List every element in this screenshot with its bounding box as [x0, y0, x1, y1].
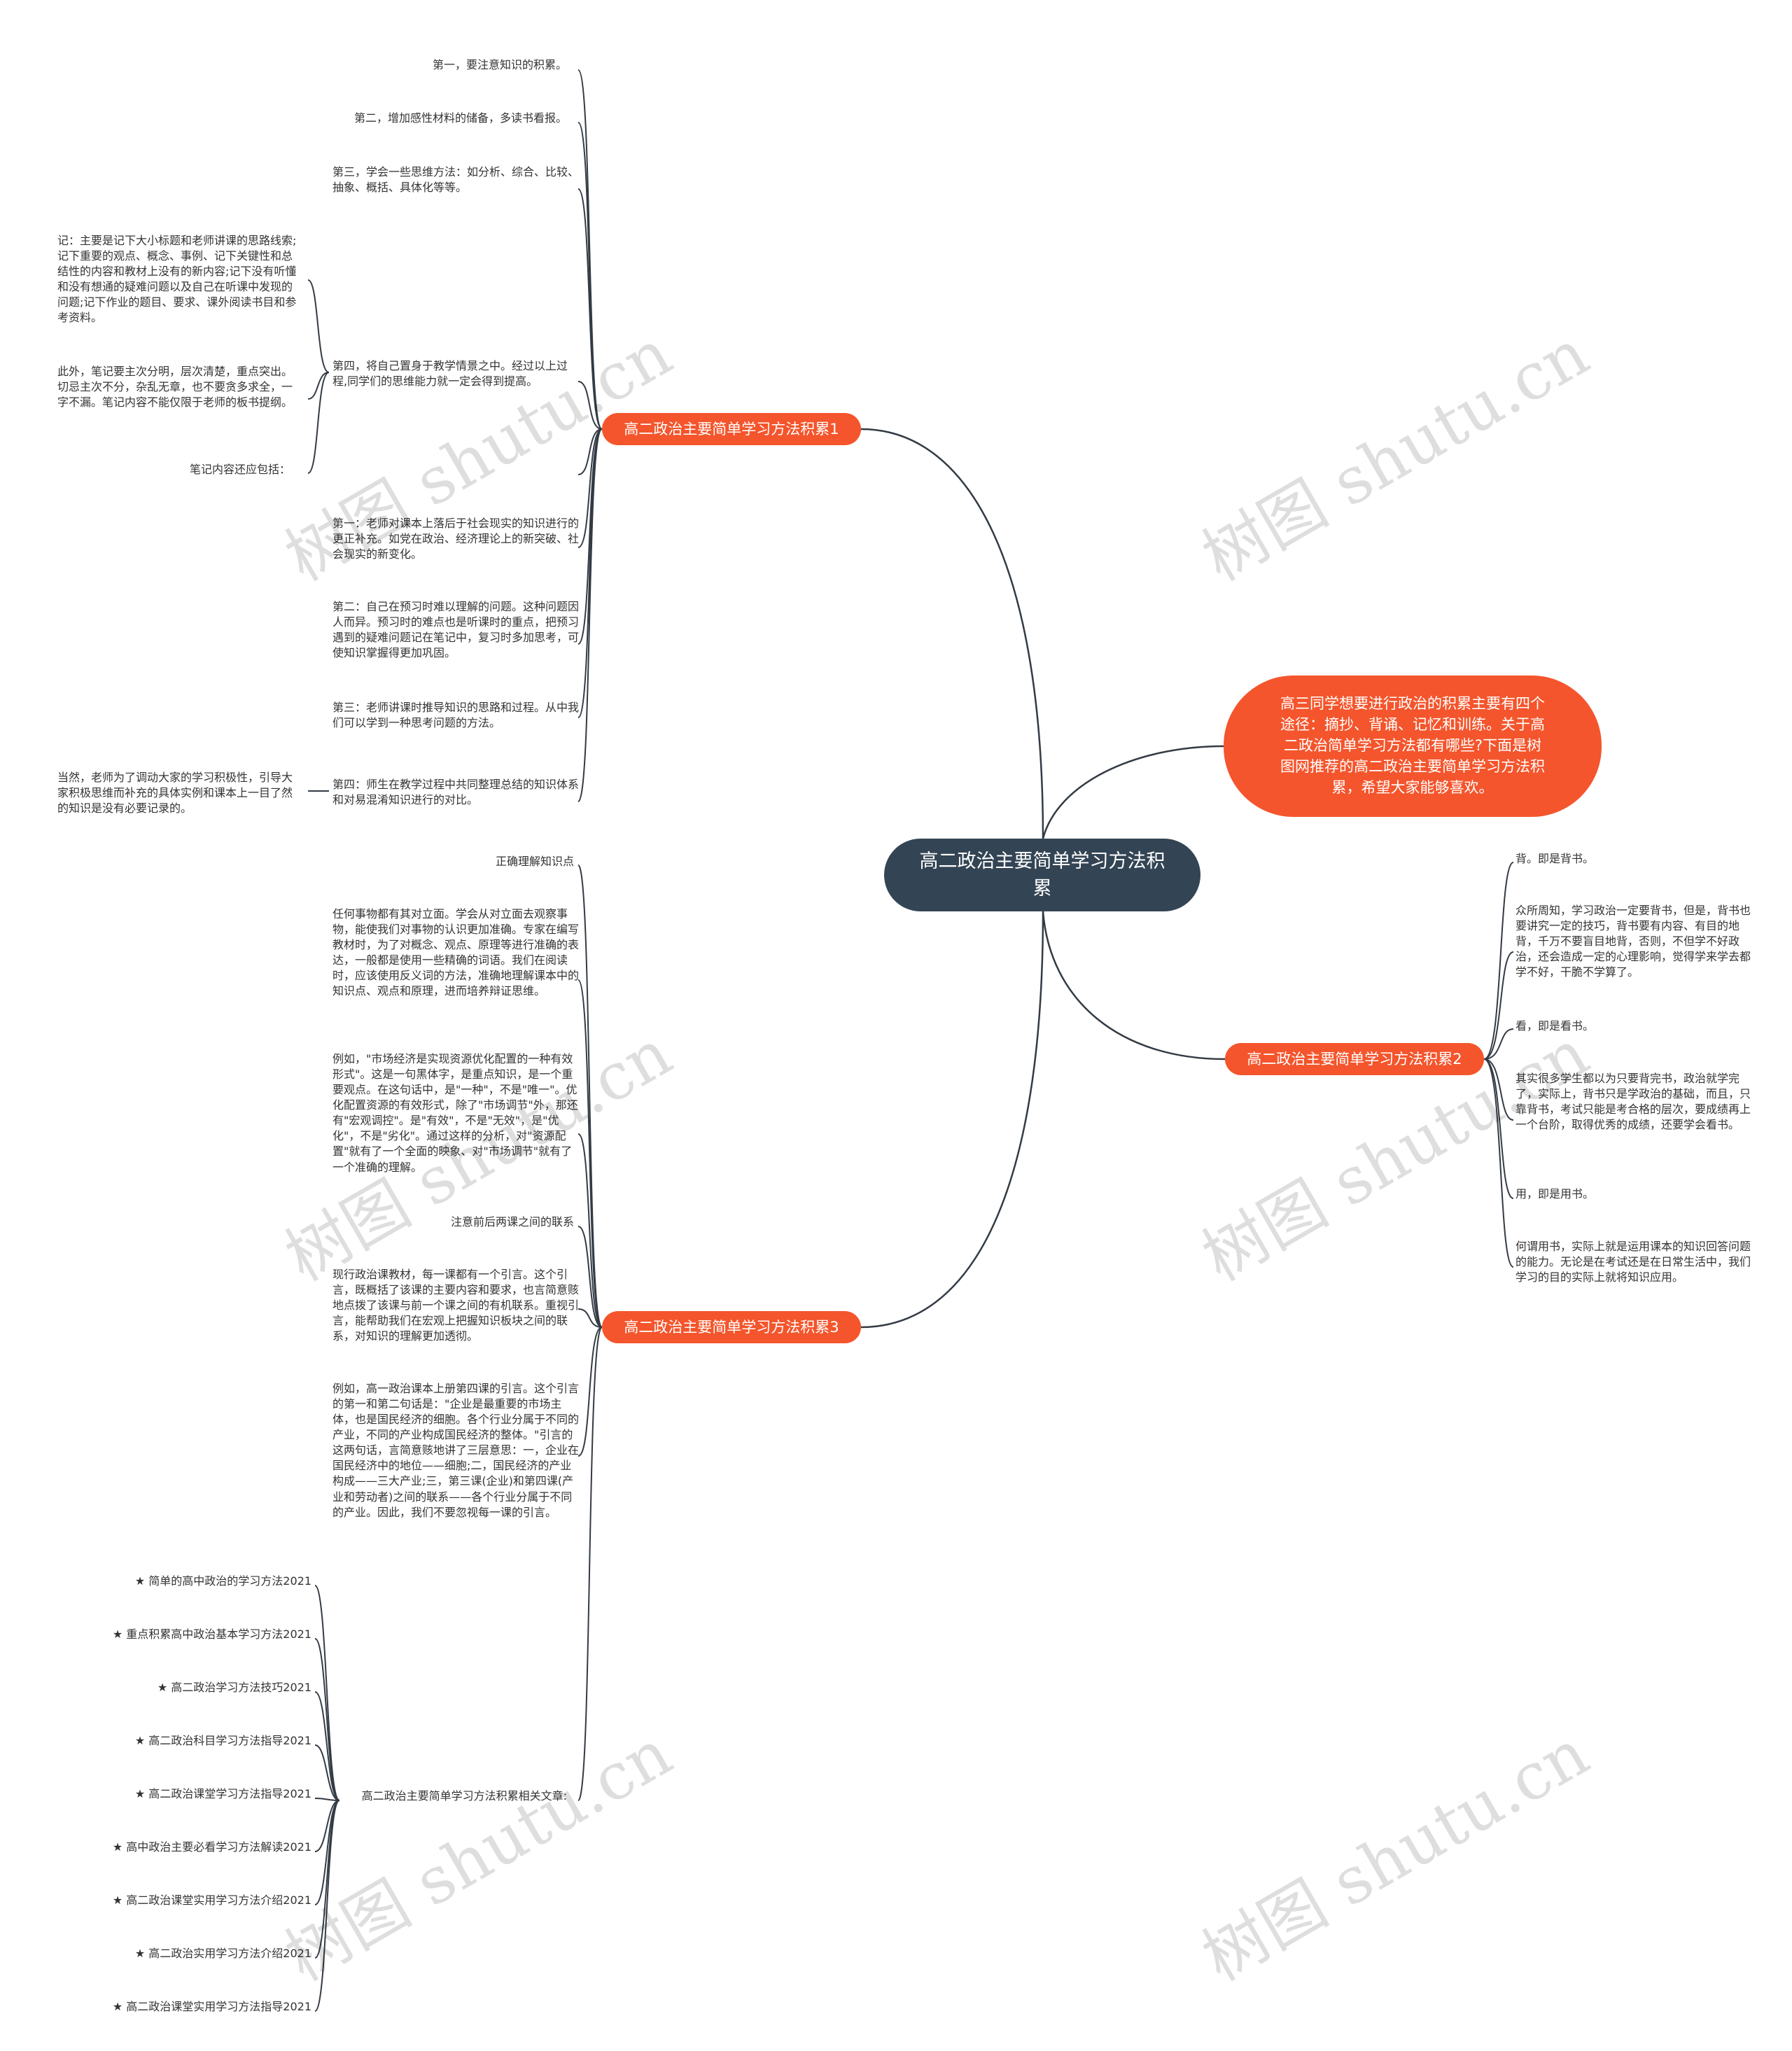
connector-line — [578, 428, 603, 718]
connector-line — [578, 1308, 603, 1328]
branch-3-item-3: 例如，"市场经济是实现资源优化配置的一种有效形式"。这是一句黑体字，是重点知识，… — [332, 1052, 578, 1174]
branch-3-item-5: 现行政治课教材，每一课都有一个引言。这个引言，既概括了该课的主要内容和要求，也言… — [332, 1268, 580, 1343]
connector-line — [578, 1133, 603, 1328]
branch-2-item-5: 用，即是用书。 — [1516, 1187, 1595, 1200]
branch-1-subitem-note-what: 记：主要是记下大小标题和老师讲课的思路线索;记下重要的观点、概念、事例、记下关键… — [57, 234, 297, 325]
branch-3-related-heading: 高二政治主要简单学习方法积累相关文章: — [361, 1789, 567, 1802]
related-article-link[interactable]: ★ 简单的高中政治的学习方法2021 — [134, 1574, 312, 1588]
connector-line — [1042, 745, 1224, 839]
branch-3-item-4: 注意前后两课之间的联系 — [450, 1215, 574, 1228]
connector-line — [578, 1326, 603, 1457]
connector-line — [314, 1744, 340, 1801]
connector-line — [1483, 1058, 1514, 1268]
branch-1-item-8: 第三：老师讲课时推导知识的思路和过程。从中我们可以学到一种思考问题的方法。 — [332, 701, 580, 730]
connector-line — [578, 69, 603, 430]
related-article-link[interactable]: ★ 高二政治课堂实用学习方法介绍2021 — [112, 1893, 312, 1907]
branch-2-item-1: 背。即是背书。 — [1516, 852, 1595, 865]
connector-line — [578, 979, 603, 1328]
branch-2-item-3: 看，即是看书。 — [1516, 1019, 1595, 1032]
related-article-link[interactable]: ★ 高二政治课堂学习方法指导2021 — [134, 1787, 312, 1800]
connector-line — [578, 1326, 603, 1801]
branch-1-item-7: 第二：自己在预习时难以理解的问题。这种问题因人而异。预习时的难点也是听课时的重点… — [332, 600, 580, 660]
related-article-link[interactable]: ★ 高中政治主要必看学习方法解读2021 — [112, 1840, 312, 1854]
connector-line — [578, 428, 603, 475]
connector-line — [1483, 1058, 1514, 1199]
connector-line — [578, 188, 603, 430]
connector-line — [307, 279, 330, 373]
connector-line — [314, 1638, 340, 1801]
branch-2-node[interactable]: 高二政治主要简单学习方法积累2 — [1225, 1043, 1484, 1075]
branch-1-subitem-note-skip: 当然，老师为了调动大家的学习积极性，引导大家积极思维而补充的具体实例和课本上一目… — [57, 771, 293, 816]
connector-line — [578, 1226, 603, 1328]
related-article-link[interactable]: ★ 重点积累高中政治基本学习方法2021 — [112, 1628, 312, 1641]
connector-line — [314, 1800, 340, 2012]
connector-line — [314, 1800, 340, 1852]
intro-node[interactable]: 高三同学想要进行政治的积累主要有四个途径：摘抄、背诵、记忆和训练。关于高二政治简… — [1224, 676, 1602, 817]
branch-1-item-6: 第一：老师对课本上落后于社会现实的知识进行的更正补充。如党在政治、经济理论上的新… — [332, 517, 580, 561]
related-article-link[interactable]: ★ 高二政治实用学习方法介绍2021 — [134, 1947, 312, 1960]
branch-2-item-4: 其实很多学生都以为只要背完书，政治就学完了，实际上，背书只是学政治的基础，而且，… — [1516, 1072, 1751, 1132]
connector-line — [1483, 1028, 1514, 1060]
connector-line — [307, 372, 330, 400]
connector-line — [860, 911, 1044, 1329]
connector-line — [1042, 911, 1226, 1060]
branch-3-item-2: 任何事物都有其对立面。学会从对立面去观察事物，能使我们对事物的认识更加准确。专家… — [332, 907, 580, 998]
connector-line — [1483, 862, 1514, 1060]
related-article-link[interactable]: ★ 高二政治课堂实用学习方法指导2021 — [112, 2000, 312, 2013]
root-node[interactable]: 高二政治主要简单学习方法积累 — [884, 839, 1200, 911]
branch-3-item-6: 例如，高一政治课本上册第四课的引言。这个引言的第一和第二句话是："企业是最重要的… — [332, 1382, 580, 1519]
branch-1-item-5: 笔记内容还应包括： — [189, 463, 290, 476]
branch-1-item-4: 第四，将自己置身于教学情景之中。经过以上过程,同学们的思维能力就一定会得到提高。 — [332, 359, 568, 388]
connector-line — [314, 1585, 340, 1801]
connector-line — [860, 428, 1044, 839]
branch-1-node[interactable]: 高二政治主要简单学习方法积累1 — [602, 413, 861, 445]
connector-line — [578, 864, 603, 1328]
connector-line — [578, 428, 603, 802]
branch-2-item-6: 何谓用书，实际上就是运用课本的知识回答问题的能力。无论是在考试还是在日常生活中，… — [1516, 1240, 1751, 1284]
connector-line — [1483, 1058, 1514, 1121]
branch-1-item-2: 第二，增加感性材料的储备，多读书看报。 — [354, 111, 567, 125]
branch-1-item-9: 第四：师生在教学过程中共同整理总结的知识体系和对易混淆知识进行的对比。 — [332, 778, 580, 807]
branch-1-subitem-note-extra: 此外，笔记要主次分明，层次清楚，重点突出。切忌主次不分，杂乱无章，也不要贪多求全… — [57, 365, 293, 410]
branch-1-item-3: 第三，学会一些思维方法：如分析、综合、比较、抽象、概括、具体化等等。 — [332, 165, 580, 195]
connector-line — [307, 372, 330, 474]
connector-line — [314, 1691, 340, 1801]
connector-line — [314, 1798, 340, 1801]
connector-line — [578, 381, 603, 430]
branch-2-item-2: 众所周知，学习政治一定要背书，但是，背书也要讲究一定的技巧，背书要有内容、有目的… — [1516, 904, 1751, 979]
connector-line — [1483, 951, 1514, 1060]
branch-3-item-1: 正确理解知识点 — [495, 855, 574, 868]
branch-3-node[interactable]: 高二政治主要简单学习方法积累3 — [602, 1311, 861, 1343]
connector-line — [578, 428, 603, 548]
related-article-link[interactable]: ★ 高二政治学习方法技巧2021 — [157, 1681, 312, 1694]
related-article-link[interactable]: ★ 高二政治科目学习方法指导2021 — [134, 1734, 312, 1747]
branch-1-item-1: 第一，要注意知识的积累。 — [432, 58, 567, 71]
